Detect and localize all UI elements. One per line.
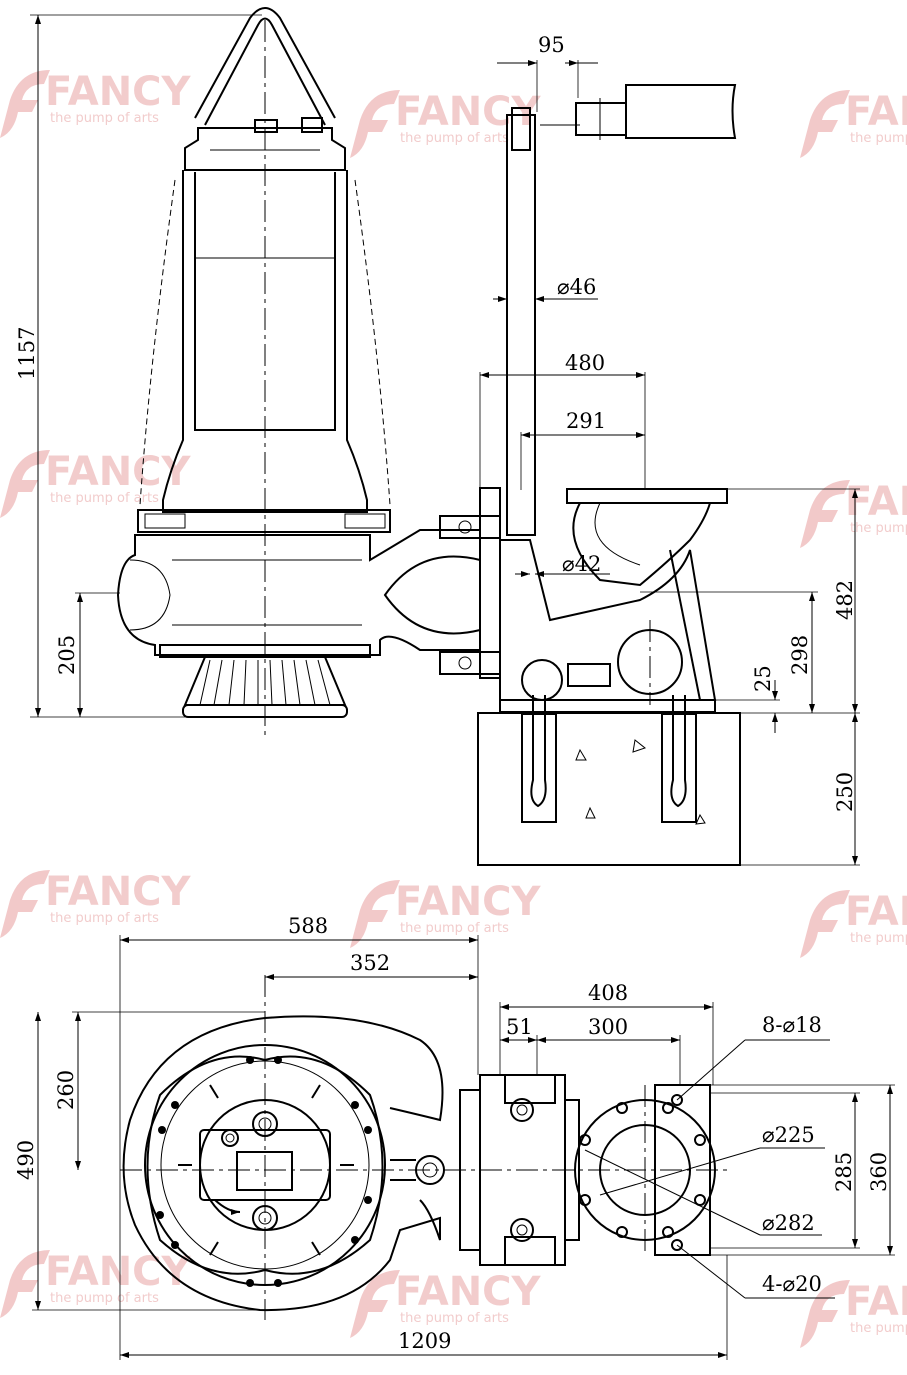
watermark-9: FANCY the pump of arts <box>0 1249 192 1318</box>
concrete-foundation <box>477 712 741 866</box>
rotation-arrow <box>214 1199 241 1215</box>
dim-4x20: 4-⌀20 <box>762 1272 822 1296</box>
dim-dia-42: ⌀42 <box>562 552 601 576</box>
watermark-1: FANCY the pump of arts <box>0 69 192 138</box>
dim-480: 480 <box>565 351 605 375</box>
dim-dia-225: ⌀225 <box>762 1123 815 1147</box>
dim-482: 482 <box>833 580 857 620</box>
dim-298: 298 <box>788 635 812 675</box>
anchor-bolt-left <box>530 695 547 808</box>
dim-360: 360 <box>867 1152 891 1192</box>
motor-body <box>162 170 368 513</box>
watermark-8: FANCY the pump of arts <box>800 889 907 958</box>
motor-top-cover <box>184 127 346 171</box>
dim-490: 490 <box>14 1140 38 1180</box>
svg-text:the pump of arts: the pump of arts <box>400 1311 509 1326</box>
svg-text:FANCY: FANCY <box>45 449 192 495</box>
svg-text:FANCY: FANCY <box>45 869 192 915</box>
dim-352: 352 <box>350 951 390 975</box>
dim-8x18: 8-⌀18 <box>762 1013 822 1037</box>
svg-text:FANCY: FANCY <box>845 89 907 135</box>
volute-casing <box>116 529 481 656</box>
svg-text:FANCY: FANCY <box>845 479 907 525</box>
dim-1157: 1157 <box>15 327 39 380</box>
dim-291: 291 <box>566 409 606 433</box>
svg-text:the pump of arts: the pump of arts <box>50 491 159 506</box>
dim-dia-46: ⌀46 <box>557 275 596 299</box>
duckfoot-base <box>499 539 717 701</box>
guide-rail <box>506 114 536 536</box>
svg-text:the pump of arts: the pump of arts <box>850 521 907 536</box>
dim-95: 95 <box>538 33 565 57</box>
svg-text:FANCY: FANCY <box>845 1279 907 1325</box>
dim-260: 260 <box>54 1070 78 1110</box>
dim-dia-282: ⌀282 <box>762 1211 815 1235</box>
watermark-11: FANCY the pump of arts <box>800 1279 907 1348</box>
svg-text:the pump of arts: the pump of arts <box>850 131 907 146</box>
duckfoot-elbow <box>572 502 711 587</box>
upper-rail-bracket <box>625 84 737 139</box>
svg-text:the pump of arts: the pump of arts <box>50 1291 159 1306</box>
dim-1209: 1209 <box>398 1329 451 1353</box>
watermark-3: FANCY the pump of arts <box>800 89 907 158</box>
plan-view: 588 352 408 51 300 8-⌀18 ⌀225 ⌀282 4-⌀20 <box>14 914 895 1360</box>
side-view: 1157 95 ⌀46 480 291 ⌀42 482 298 <box>15 7 860 866</box>
volute-outline-plan <box>122 1015 444 1312</box>
dim-588: 588 <box>288 914 328 938</box>
svg-text:the pump of arts: the pump of arts <box>850 931 907 946</box>
dim-205: 205 <box>55 635 79 675</box>
svg-text:FANCY: FANCY <box>395 89 542 135</box>
dim-51: 51 <box>506 1015 533 1039</box>
svg-text:FANCY: FANCY <box>845 889 907 935</box>
dim-25: 25 <box>751 665 775 692</box>
lifting-handle <box>204 17 326 126</box>
anchor-bolt-right <box>670 695 687 808</box>
svg-text:FANCY: FANCY <box>45 1249 192 1295</box>
svg-text:the pump of arts: the pump of arts <box>400 131 509 146</box>
dim-300: 300 <box>588 1015 628 1039</box>
bearing-flange <box>137 509 391 533</box>
dim-250: 250 <box>833 772 857 812</box>
svg-text:the pump of arts: the pump of arts <box>400 921 509 936</box>
svg-text:FANCY: FANCY <box>395 1269 542 1315</box>
watermark-6: FANCY the pump of arts <box>0 869 192 938</box>
discharge-flange <box>566 488 728 504</box>
dim-285: 285 <box>832 1152 856 1192</box>
svg-text:the pump of arts: the pump of arts <box>50 911 159 926</box>
svg-text:FANCY: FANCY <box>45 69 192 115</box>
dim-408: 408 <box>588 981 628 1005</box>
svg-text:FANCY: FANCY <box>395 879 542 925</box>
svg-text:the pump of arts: the pump of arts <box>50 111 159 126</box>
watermark-2: FANCY the pump of arts <box>350 89 542 158</box>
watermark-7: FANCY the pump of arts <box>350 879 542 948</box>
watermark-10: FANCY the pump of arts <box>350 1269 542 1338</box>
svg-text:the pump of arts: the pump of arts <box>850 1321 907 1336</box>
watermark-group: FANCY the pump of arts FANCY the pump of… <box>0 69 907 1348</box>
